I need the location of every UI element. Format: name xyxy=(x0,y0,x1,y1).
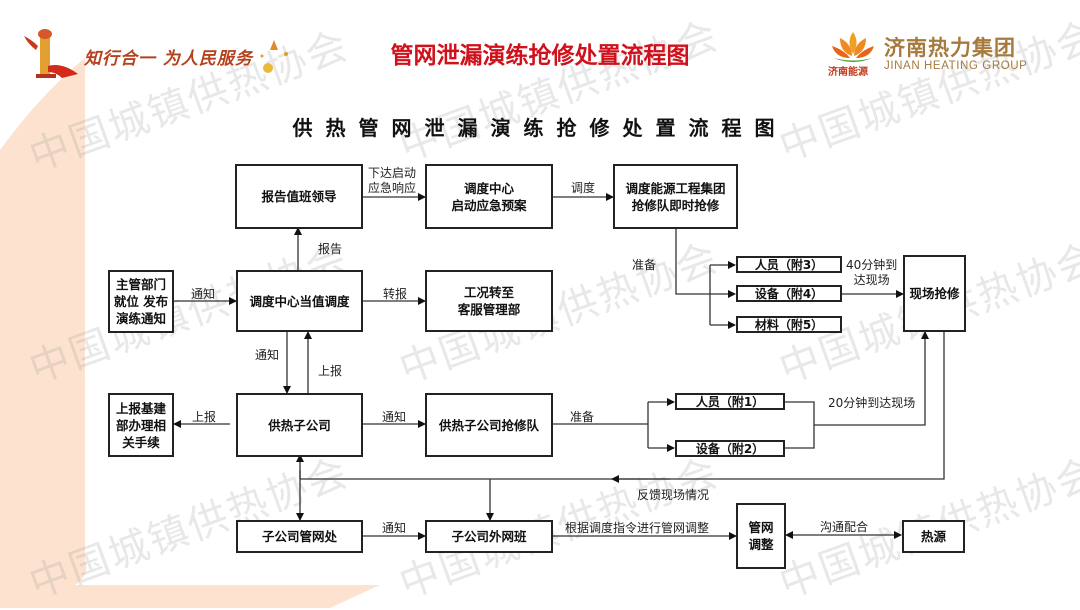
label-line: 达现场 xyxy=(853,273,890,287)
label-arrive-40: 40分钟到 达现场 xyxy=(846,258,897,288)
node-dispatch-duty: 调度中心当值调度 xyxy=(236,270,363,332)
label-line: 40分钟到 xyxy=(846,258,898,272)
label-notify-team: 通知 xyxy=(382,410,407,424)
node-equipment-4: 设备（附4） xyxy=(736,285,842,302)
node-outer-network: 子公司外网班 xyxy=(425,520,553,553)
label-transfer: 转报 xyxy=(383,287,408,301)
label-arrive-20: 20分钟到达现场 xyxy=(828,396,916,410)
node-onsite-repair: 现场抢修 xyxy=(903,255,966,332)
node-line: 就位 发布 xyxy=(113,294,169,309)
label-notify-outer: 通知 xyxy=(382,521,407,535)
edge-arrive-20 xyxy=(814,331,929,426)
left-orange-band xyxy=(0,58,85,560)
label-prepare-bottom: 准备 xyxy=(570,410,595,424)
company-logo: 济南能源 济南热力集团 JINAN HEATING GROUP xyxy=(828,30,1058,78)
node-line: 调度能源工程集团 xyxy=(625,180,726,196)
node-authority: 主管部门 就位 发布 演练通知 xyxy=(108,270,174,333)
node-equipment-2: 设备（附2） xyxy=(675,440,785,457)
node-pipe-adjust: 管网 调整 xyxy=(736,503,786,569)
node-line: 部办理相 xyxy=(115,417,166,433)
lotus-logo-icon xyxy=(832,32,874,62)
label-issue-response: 下达启动 应急响应 xyxy=(368,166,416,196)
label-notify-down: 通知 xyxy=(255,348,280,362)
logo-name-cn: 济南热力集团 xyxy=(884,36,1016,60)
logo-subtitle: 济南能源 xyxy=(828,67,868,78)
node-personnel-1: 人员（附1） xyxy=(675,393,785,410)
node-line: 演练通知 xyxy=(115,311,166,326)
node-line: 工况转至 xyxy=(463,285,514,300)
label-notify-authority: 通知 xyxy=(191,287,216,301)
flower-ornament-icon xyxy=(260,40,288,73)
label-dispatch: 调度 xyxy=(571,181,596,195)
node-line: 主管部门 xyxy=(115,277,166,292)
edge-feedback xyxy=(300,332,945,480)
node-engineering-team: 调度能源工程集团 抢修队即时抢修 xyxy=(613,164,738,229)
label-line: 下达启动 xyxy=(368,166,417,180)
logo-name-en: JINAN HEATING GROUP xyxy=(884,60,1028,72)
node-subsidiary: 供热子公司 xyxy=(236,393,363,457)
node-line: 启动应急预案 xyxy=(451,197,527,213)
label-report-up: 上报 xyxy=(318,364,343,378)
document-title: 供热管网泄漏演练抢修处置流程图 xyxy=(292,116,788,140)
label-line: 应急响应 xyxy=(368,181,417,195)
slide-title: 管网泄漏演练抢修处置流程图 xyxy=(390,42,690,69)
node-line: 管网 xyxy=(748,520,774,535)
bottom-orange-band xyxy=(0,560,380,608)
label-report-left: 上报 xyxy=(192,410,217,424)
node-heat-source: 热源 xyxy=(902,520,965,553)
huabiao-column-icon xyxy=(24,29,78,78)
node-line: 调度中心 xyxy=(463,180,514,196)
label-coordinate: 沟通配合 xyxy=(820,520,869,534)
label-report: 报告 xyxy=(318,242,343,256)
node-customer-service: 工况转至 客服管理部 xyxy=(425,270,553,332)
node-subsidiary-team: 供热子公司抢修队 xyxy=(425,393,553,457)
node-line: 客服管理部 xyxy=(457,302,521,317)
label-prepare-top: 准备 xyxy=(632,258,657,272)
node-line: 关手续 xyxy=(122,434,160,450)
label-feedback: 反馈现场情况 xyxy=(637,488,710,502)
bottom-orange-wedge xyxy=(0,580,60,608)
node-report-leader: 报告值班领导 xyxy=(235,164,363,229)
label-adjust-instruction: 根据调度指令进行管网调整 xyxy=(565,521,710,535)
node-line: 上报基建 xyxy=(115,400,166,416)
node-dispatch-plan: 调度中心 启动应急预案 xyxy=(425,164,553,229)
slogan-banner: 知行合一 为人民服务 xyxy=(22,26,292,81)
node-personnel-3: 人员（附3） xyxy=(736,256,842,273)
node-construction-dept: 上报基建 部办理相 关手续 xyxy=(108,393,174,457)
slogan-text: 知行合一 为人民服务 xyxy=(84,49,253,69)
edge-prepare-top xyxy=(675,228,736,298)
node-line: 调整 xyxy=(748,537,774,552)
node-materials-5: 材料（附5） xyxy=(736,316,842,333)
node-line: 抢修队即时抢修 xyxy=(631,197,720,213)
node-pipe-office: 子公司管网处 xyxy=(236,520,363,553)
